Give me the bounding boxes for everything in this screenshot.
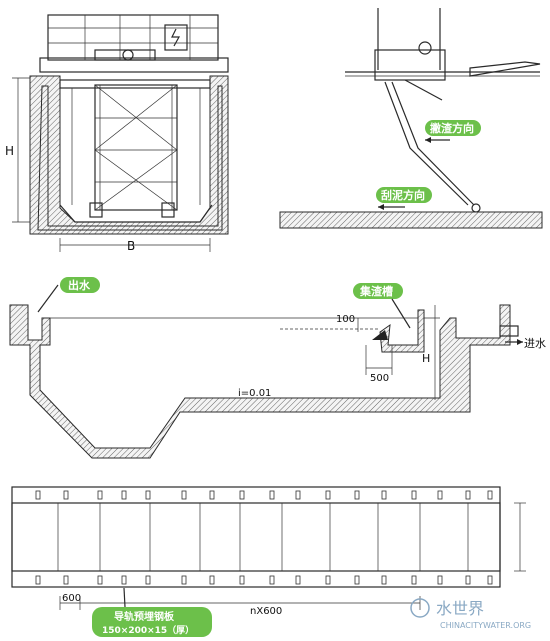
embedded-plate-tag: 导轨预埋钢板 150×200×15（厚）: [92, 587, 212, 637]
slope-label: i=0.01: [238, 388, 271, 399]
tank-profile: [9, 304, 511, 459]
outlet-tag: 出水: [37, 277, 100, 313]
watermark-logo-icon: [410, 598, 430, 618]
watermark-cn: 水世界: [436, 599, 484, 618]
longitudinal-section: 进水 出水 集渣槽 100 500 H i=0.01: [9, 277, 546, 459]
inlet-label: 进水: [524, 337, 546, 350]
plan-grid-lines: [57, 503, 469, 571]
plate-label-line1: 导轨预埋钢板: [114, 610, 175, 623]
plan-view: 600 nX600 导轨预埋钢板 150×200×15（厚）: [11, 486, 526, 637]
dim-600: 600: [62, 593, 81, 604]
scraper-side-view: 撇渣方向 刮泥方向: [279, 8, 543, 229]
truss-frame: [59, 79, 211, 218]
scum-trough: [372, 309, 425, 353]
embedded-plates-top: [35, 490, 493, 500]
mud-direction-label: 刮泥方向: [381, 188, 425, 202]
mud-direction-tag: 刮泥方向: [376, 187, 432, 210]
scum-direction-label: 撇渣方向: [430, 121, 474, 135]
middle-height-label: H: [422, 352, 430, 365]
dim-nx600: nX600: [250, 606, 282, 617]
scum-trough-label: 集渣槽: [359, 284, 393, 298]
scum-trough-tag: 集渣槽: [353, 283, 411, 329]
scum-direction-tag: 撇渣方向: [425, 120, 481, 143]
cross-section-view: H B: [5, 14, 229, 253]
watermark-en: CHINACITYWATER.ORG: [440, 621, 531, 630]
dim-100: 100: [336, 314, 355, 325]
scraper-arm: [384, 81, 475, 206]
height-label: H: [5, 144, 14, 158]
dim-500: 500: [370, 373, 389, 384]
width-label: B: [127, 239, 135, 253]
outlet-label: 出水: [68, 278, 91, 292]
embedded-plates-bottom: [35, 575, 493, 585]
bridge-carriage: [39, 14, 229, 73]
plate-label-line2: 150×200×15（厚）: [102, 625, 194, 636]
watermark: 水世界 CHINACITYWATER.ORG: [410, 598, 531, 630]
